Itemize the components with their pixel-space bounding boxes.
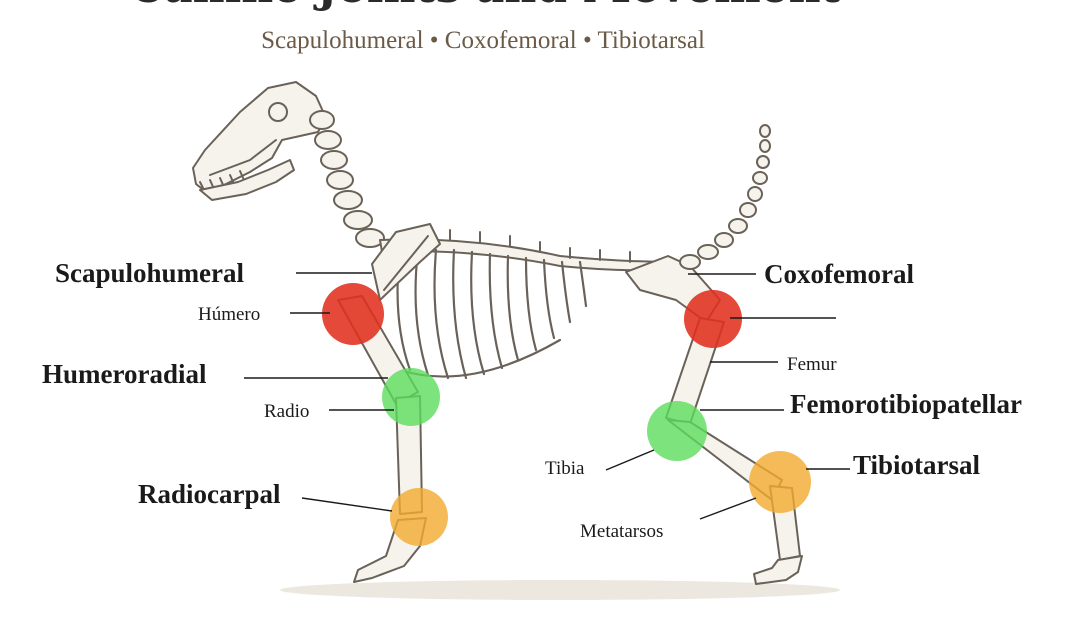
coxofemoral-joint xyxy=(684,290,742,348)
mandible xyxy=(199,159,295,201)
label-tibiotarsal: Tibiotarsal xyxy=(853,450,981,480)
joint-markers xyxy=(322,283,811,546)
tail-vertebrae xyxy=(679,124,771,270)
label-femorotibiopatellar: Femorotibiopatellar xyxy=(790,389,1022,419)
page-title: Canine Joints and Movement xyxy=(129,0,842,13)
cervical-vertebrae xyxy=(309,110,385,248)
label-humero: Húmero xyxy=(198,304,260,325)
ground-shadow xyxy=(280,580,840,600)
radiocarpal-joint xyxy=(390,488,448,546)
leader-lines xyxy=(244,272,850,520)
tibiotarsal-joint xyxy=(749,451,811,513)
label-radiocarpal: Radiocarpal xyxy=(138,479,281,509)
hind-paw xyxy=(753,555,803,585)
label-metatarsos: Metatarsos xyxy=(580,521,663,542)
scapulohumeral-joint xyxy=(322,283,384,345)
label-tibia: Tibia xyxy=(545,458,585,479)
label-femur: Femur xyxy=(787,354,837,375)
rib-cage xyxy=(396,248,588,380)
page-subtitle: Scapulohumeral • Coxofemoral • Tibiotars… xyxy=(261,27,705,54)
humeroradial-joint xyxy=(382,368,440,426)
label-humeroradial: Humeroradial xyxy=(42,359,207,389)
label-scapulohumeral: Scapulohumeral xyxy=(55,258,245,288)
femorotibiopatellar-joint xyxy=(647,401,707,461)
dog-skeleton-illustration xyxy=(192,81,840,600)
label-radio: Radio xyxy=(264,401,309,422)
label-coxofemoral: Coxofemoral xyxy=(764,259,914,289)
